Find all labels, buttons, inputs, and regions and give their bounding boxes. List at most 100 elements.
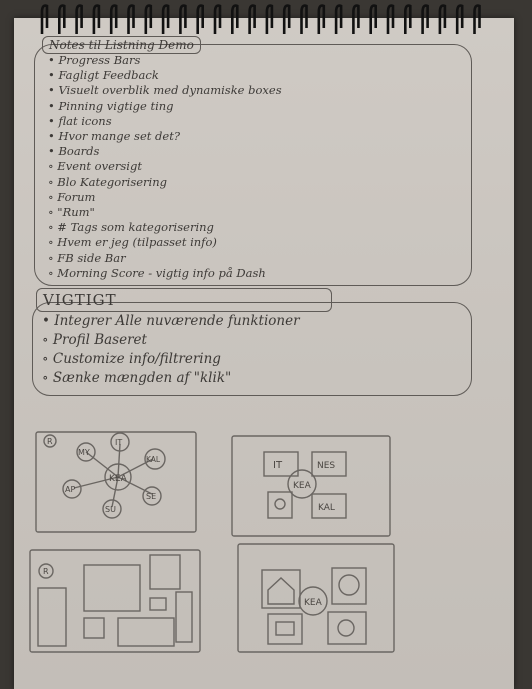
flower-icon bbox=[337, 619, 355, 637]
spiral-ring bbox=[386, 4, 395, 34]
spiral-ring bbox=[196, 4, 204, 34]
hub-circle bbox=[298, 586, 328, 616]
notebook-page bbox=[14, 18, 514, 689]
sketch2-tile-label: IT bbox=[273, 460, 283, 471]
home-icon bbox=[267, 577, 295, 605]
tile bbox=[263, 451, 299, 477]
sketch1-node-label: SE bbox=[146, 492, 156, 501]
spiral-ring bbox=[352, 4, 360, 34]
tile bbox=[267, 613, 303, 645]
sketch1-node-label: MY bbox=[78, 448, 90, 457]
list-item: • Integrer Alle nuværende funktioner bbox=[42, 313, 300, 329]
sketch2-tile-label: KAL bbox=[318, 503, 335, 513]
spiral-ring bbox=[455, 4, 464, 34]
notes-title: Notes til Listning Demo bbox=[42, 36, 201, 54]
spiral-ring bbox=[438, 4, 447, 34]
list-item: ∘ Morning Score - vigtig info på Dash bbox=[48, 265, 266, 280]
node-circle bbox=[102, 499, 122, 519]
node-circle bbox=[142, 486, 162, 506]
sketch2-tile-label: NES bbox=[317, 461, 335, 471]
important-box bbox=[32, 302, 472, 396]
list-item: ∘ Sænke mængden af "klik" bbox=[42, 370, 232, 386]
important-title: VIGTIGT bbox=[36, 288, 332, 312]
card bbox=[117, 617, 175, 647]
node-circle bbox=[62, 479, 82, 499]
list-item: ∘ Profil Baseret bbox=[42, 332, 147, 348]
avatar-circle bbox=[38, 563, 54, 579]
spiral-ring bbox=[265, 4, 274, 34]
list-item: ∘ Hvem er jeg (tilpasset info) bbox=[48, 235, 217, 250]
spiral-ring bbox=[144, 4, 153, 34]
card bbox=[149, 597, 167, 611]
notes-box bbox=[34, 44, 472, 286]
tile bbox=[311, 451, 347, 477]
palette-icon bbox=[338, 574, 360, 596]
list-item: ∘ "Rum" bbox=[48, 205, 95, 220]
list-item: • flat icons bbox=[48, 113, 112, 128]
tile bbox=[327, 611, 367, 645]
avatar-circle bbox=[274, 498, 286, 510]
sketch1-node-label: IT bbox=[115, 438, 122, 447]
hub-circle bbox=[287, 469, 317, 499]
spiral-ring bbox=[231, 4, 239, 34]
spiral-ring bbox=[282, 4, 291, 34]
sketch-frame bbox=[231, 435, 391, 537]
node-circle bbox=[110, 432, 130, 452]
spiral-ring bbox=[473, 4, 481, 34]
spiral-ring bbox=[213, 4, 222, 34]
node-circle bbox=[144, 448, 166, 470]
spiral-ring bbox=[404, 4, 412, 34]
sketch-frame bbox=[35, 431, 197, 533]
list-item: ∘ Customize info/filtrering bbox=[42, 351, 221, 367]
sketch2-center-label: KEA bbox=[293, 481, 312, 491]
spiral-ring bbox=[109, 4, 118, 34]
sketch1-node-label: SU bbox=[105, 505, 116, 514]
list-item: • Progress Bars bbox=[48, 53, 141, 67]
sketch1-node-label: KAL bbox=[146, 455, 161, 464]
avatar-circle bbox=[43, 434, 57, 448]
list-item: ∘ Event oversigt bbox=[48, 159, 142, 174]
list-item: ∘ Blo Kategorisering bbox=[48, 174, 167, 189]
spiral-ring bbox=[248, 4, 256, 34]
card bbox=[149, 554, 181, 590]
spiral-ring bbox=[58, 4, 66, 34]
folder-icon bbox=[275, 621, 295, 636]
list-item: • Boards bbox=[48, 144, 100, 159]
sketch4-center-label: KEA bbox=[304, 598, 323, 608]
node-circle bbox=[76, 442, 96, 462]
spiral-ring bbox=[179, 4, 187, 34]
tile bbox=[311, 493, 347, 519]
sketch3-corner-label: R bbox=[43, 567, 49, 576]
hub-circle bbox=[104, 463, 132, 491]
sketch1-center-label: KEA bbox=[109, 474, 128, 484]
sketch1-corner-label: R bbox=[47, 437, 53, 446]
important-list: • Integrer Alle nuværende funktioner ∘ P… bbox=[42, 312, 300, 388]
spiral-ring bbox=[334, 4, 343, 34]
tile bbox=[267, 491, 293, 519]
sketch1-node-label: AP bbox=[65, 485, 75, 494]
list-item: • Pinning vigtige ting bbox=[48, 98, 174, 113]
spiral-ring bbox=[161, 4, 170, 34]
list-item: ∘ FB side Bar bbox=[48, 250, 126, 265]
tile bbox=[331, 567, 367, 605]
spiral-ring bbox=[317, 4, 326, 34]
spiral-ring bbox=[127, 4, 135, 34]
spiral-ring bbox=[369, 4, 377, 34]
spiral-binding bbox=[40, 4, 481, 34]
spiral-ring bbox=[300, 4, 308, 34]
list-item: • Hvor mange set det? bbox=[48, 129, 180, 144]
card bbox=[83, 617, 105, 639]
notes-list: • Progress Bars • Fagligt Feedback • Vis… bbox=[48, 53, 282, 281]
spiral-ring bbox=[421, 4, 429, 34]
list-item: • Fagligt Feedback bbox=[48, 68, 159, 83]
list-item: ∘ # Tags som kategorisering bbox=[48, 220, 214, 235]
spiral-ring bbox=[75, 4, 83, 34]
sketch-frame bbox=[29, 549, 201, 653]
spiral-ring bbox=[92, 4, 101, 34]
card bbox=[83, 564, 141, 612]
list-item: • Visuelt overblik med dynamiske boxes bbox=[48, 83, 282, 98]
tile bbox=[261, 569, 301, 609]
spiral-ring bbox=[40, 4, 49, 34]
sketch-frame bbox=[237, 543, 395, 653]
